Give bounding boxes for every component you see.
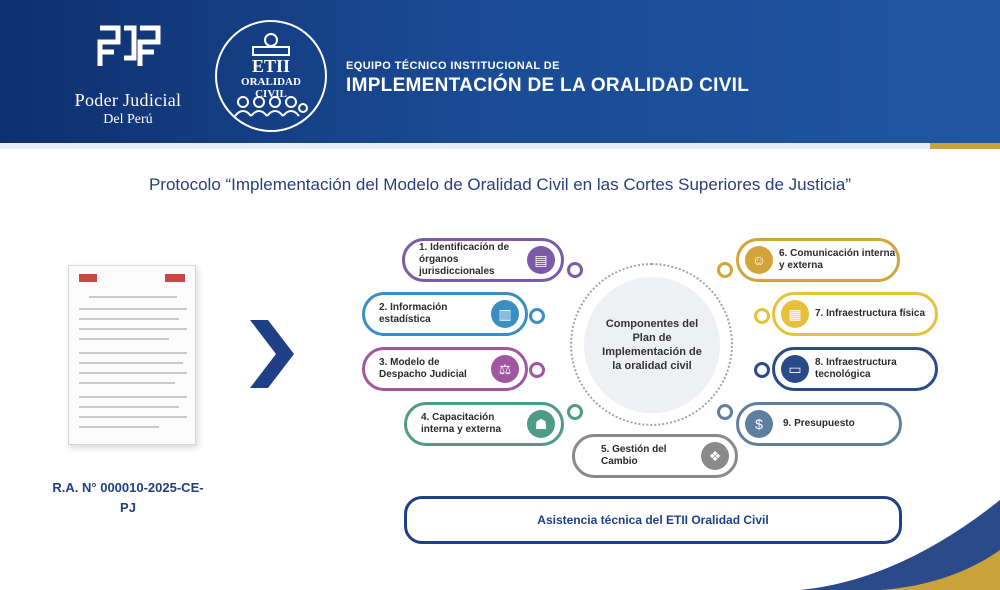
component-label: 9. Presupuesto xyxy=(783,418,855,429)
connector-dot xyxy=(567,262,583,278)
connector-dot xyxy=(717,262,733,278)
component-5[interactable]: 5. Gestión del Cambio ❖ xyxy=(572,434,738,478)
doc-seal-mark xyxy=(165,274,185,282)
training-icon: ☗ xyxy=(527,410,555,438)
doc-text-line xyxy=(79,416,187,418)
connector-dot xyxy=(754,308,770,324)
doc-text-line xyxy=(79,362,183,364)
component-2[interactable]: 2. Información estadística ▥ xyxy=(362,292,528,336)
connector-dot xyxy=(529,362,545,378)
judge-desk-icon: ⚖ xyxy=(491,355,519,383)
component-7[interactable]: ▦ 7. Infraestructura física xyxy=(772,292,938,336)
connector-dot xyxy=(529,308,545,324)
doc-text-line xyxy=(79,382,175,384)
component-8[interactable]: ▭ 8. Infraestructura tecnológica xyxy=(772,347,938,391)
etii-logo-acronym: ETII xyxy=(251,56,291,76)
resolution-line-2: PJ xyxy=(120,500,136,515)
connector-dot xyxy=(567,404,583,420)
resolution-line-1: R.A. N° 000010-2025-CE- xyxy=(52,480,204,495)
doc-text-line xyxy=(79,426,159,428)
component-label: 3. Modelo de Despacho Judicial xyxy=(379,357,467,380)
doc-text-line xyxy=(89,296,177,298)
org-subtitle: Del Perú xyxy=(103,112,153,127)
doc-text-line xyxy=(79,396,187,398)
component-6[interactable]: ☺ 6. Comunicación interna y externa xyxy=(736,238,900,282)
clipboard-icon: ▤ xyxy=(527,246,555,274)
component-label: 2. Información estadística xyxy=(379,302,448,325)
doc-text-line xyxy=(79,372,187,374)
doc-text-line xyxy=(79,328,187,330)
component-label: 1. Identificación de órganos jurisdiccio… xyxy=(419,242,510,277)
component-3[interactable]: 3. Modelo de Despacho Judicial ⚖ xyxy=(362,347,528,391)
people-chat-icon: ☺ xyxy=(745,246,773,274)
header-banner: Poder Judicial Del Perú ETII ORALIDAD CI… xyxy=(0,0,1000,148)
document-thumbnail[interactable] xyxy=(68,265,196,445)
etii-logo-subtitle: ORALIDAD CIVIL xyxy=(241,76,301,100)
component-9[interactable]: $ 9. Presupuesto xyxy=(736,402,902,446)
center-label: Componentes del Plan de Implementación d… xyxy=(602,318,702,372)
component-label: 5. Gestión del Cambio xyxy=(601,444,667,467)
chevron-right-icon xyxy=(250,320,294,388)
component-4[interactable]: 4. Capacitación interna y externa ☗ xyxy=(404,402,564,446)
poder-judicial-logo: Poder Judicial Del Perú xyxy=(58,22,198,130)
bar-chart-icon: ▥ xyxy=(491,300,519,328)
money-icon: $ xyxy=(745,410,773,438)
pj-monogram-icon xyxy=(97,25,161,66)
building-icon: ▦ xyxy=(781,300,809,328)
doc-text-line xyxy=(79,406,179,408)
resolution-number: R.A. N° 000010-2025-CE- PJ xyxy=(28,478,228,518)
component-label: 8. Infraestructura tecnológica xyxy=(815,357,897,380)
connector-dot xyxy=(754,362,770,378)
component-1[interactable]: 1. Identificación de órganos jurisdiccio… xyxy=(402,238,564,282)
cubes-icon: ❖ xyxy=(701,442,729,470)
header-gold-accent xyxy=(930,143,1000,149)
center-dotted-ring xyxy=(570,263,733,426)
team-line: EQUIPO TÉCNICO INSTITUCIONAL DE xyxy=(346,60,560,72)
technical-assistance-box: Asistencia técnica del ETII Oralidad Civ… xyxy=(404,496,902,544)
doc-text-line xyxy=(79,308,187,310)
org-name: Poder Judicial xyxy=(74,90,182,110)
team-title: IMPLEMENTACIÓN DE LA ORALIDAD CIVIL xyxy=(346,75,750,96)
connector-dot xyxy=(717,404,733,420)
component-label: 6. Comunicación interna y externa xyxy=(779,248,896,271)
center-circle: Componentes del Plan de Implementación d… xyxy=(584,277,720,413)
doc-text-line xyxy=(79,352,187,354)
monitor-icon: ▭ xyxy=(781,355,809,383)
etii-logo: ETII ORALIDAD CIVIL xyxy=(213,18,329,134)
header-divider xyxy=(0,143,1000,149)
component-label: 4. Capacitación interna y externa xyxy=(421,412,502,435)
decorative-swoosh xyxy=(800,500,1000,590)
doc-text-line xyxy=(79,338,169,340)
header-title-block: EQUIPO TÉCNICO INSTITUCIONAL DE IMPLEMEN… xyxy=(346,60,749,97)
doc-text-line xyxy=(79,318,179,320)
page-title: Protocolo “Implementación del Modelo de … xyxy=(148,175,852,194)
etii-seal-icon xyxy=(215,20,327,132)
doc-seal-mark xyxy=(79,274,97,282)
component-label: 7. Infraestructura física xyxy=(815,308,926,319)
